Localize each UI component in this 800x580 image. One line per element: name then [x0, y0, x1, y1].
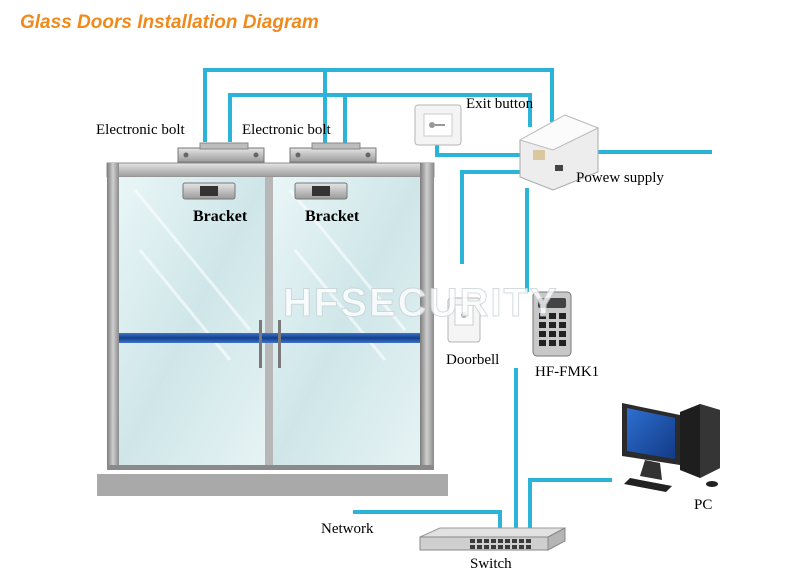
bracket-icon	[294, 182, 348, 200]
door-left-frame	[107, 163, 119, 465]
wire-bolt1-inner	[228, 93, 532, 142]
label-switch: Switch	[470, 556, 512, 572]
label-power-supply: Powew supply	[576, 170, 664, 186]
doorbell-icon	[447, 297, 481, 343]
label-keypad: HF-FMK1	[535, 364, 600, 380]
push-bar	[119, 333, 420, 343]
label-electronic-bolt-2: Electronic bolt	[242, 122, 331, 138]
glass-panel-right	[273, 177, 420, 465]
network-switch-icon	[419, 527, 566, 551]
wire-doorbell	[460, 170, 522, 264]
door-base	[97, 474, 448, 496]
label-network: Network	[321, 521, 374, 537]
door-header	[106, 162, 435, 178]
wire-network	[353, 510, 502, 532]
electronic-bolt-icon	[289, 142, 377, 163]
diagram-title: Glass Doors Installation Diagram	[20, 12, 319, 33]
wire-bolt1-outer	[203, 68, 554, 142]
wiring	[203, 68, 712, 532]
door-center-frame	[265, 177, 273, 465]
watermark: HFSECURITY	[283, 281, 559, 325]
glass-door	[97, 162, 448, 496]
label-electronic-bolt-1: Electronic bolt	[96, 122, 185, 138]
door-handle-right	[278, 320, 281, 368]
label-exit-button: Exit button	[466, 96, 534, 112]
pc-icon	[622, 403, 720, 492]
keypad-reader-icon	[532, 291, 572, 357]
wire-exit-button	[435, 143, 522, 157]
power-supply-icon	[518, 114, 600, 191]
door-handle-left	[259, 320, 262, 368]
bracket-icon	[182, 182, 236, 200]
electronic-bolt-icon	[177, 142, 265, 163]
label-bracket-2: Bracket	[305, 208, 360, 225]
label-pc: PC	[694, 497, 713, 513]
wire-pc-switch	[528, 478, 612, 532]
door-sill	[107, 465, 434, 470]
label-bracket-1: Bracket	[193, 208, 248, 225]
door-right-frame	[420, 163, 434, 465]
label-doorbell: Doorbell	[446, 352, 500, 368]
exit-button-icon	[414, 104, 462, 146]
